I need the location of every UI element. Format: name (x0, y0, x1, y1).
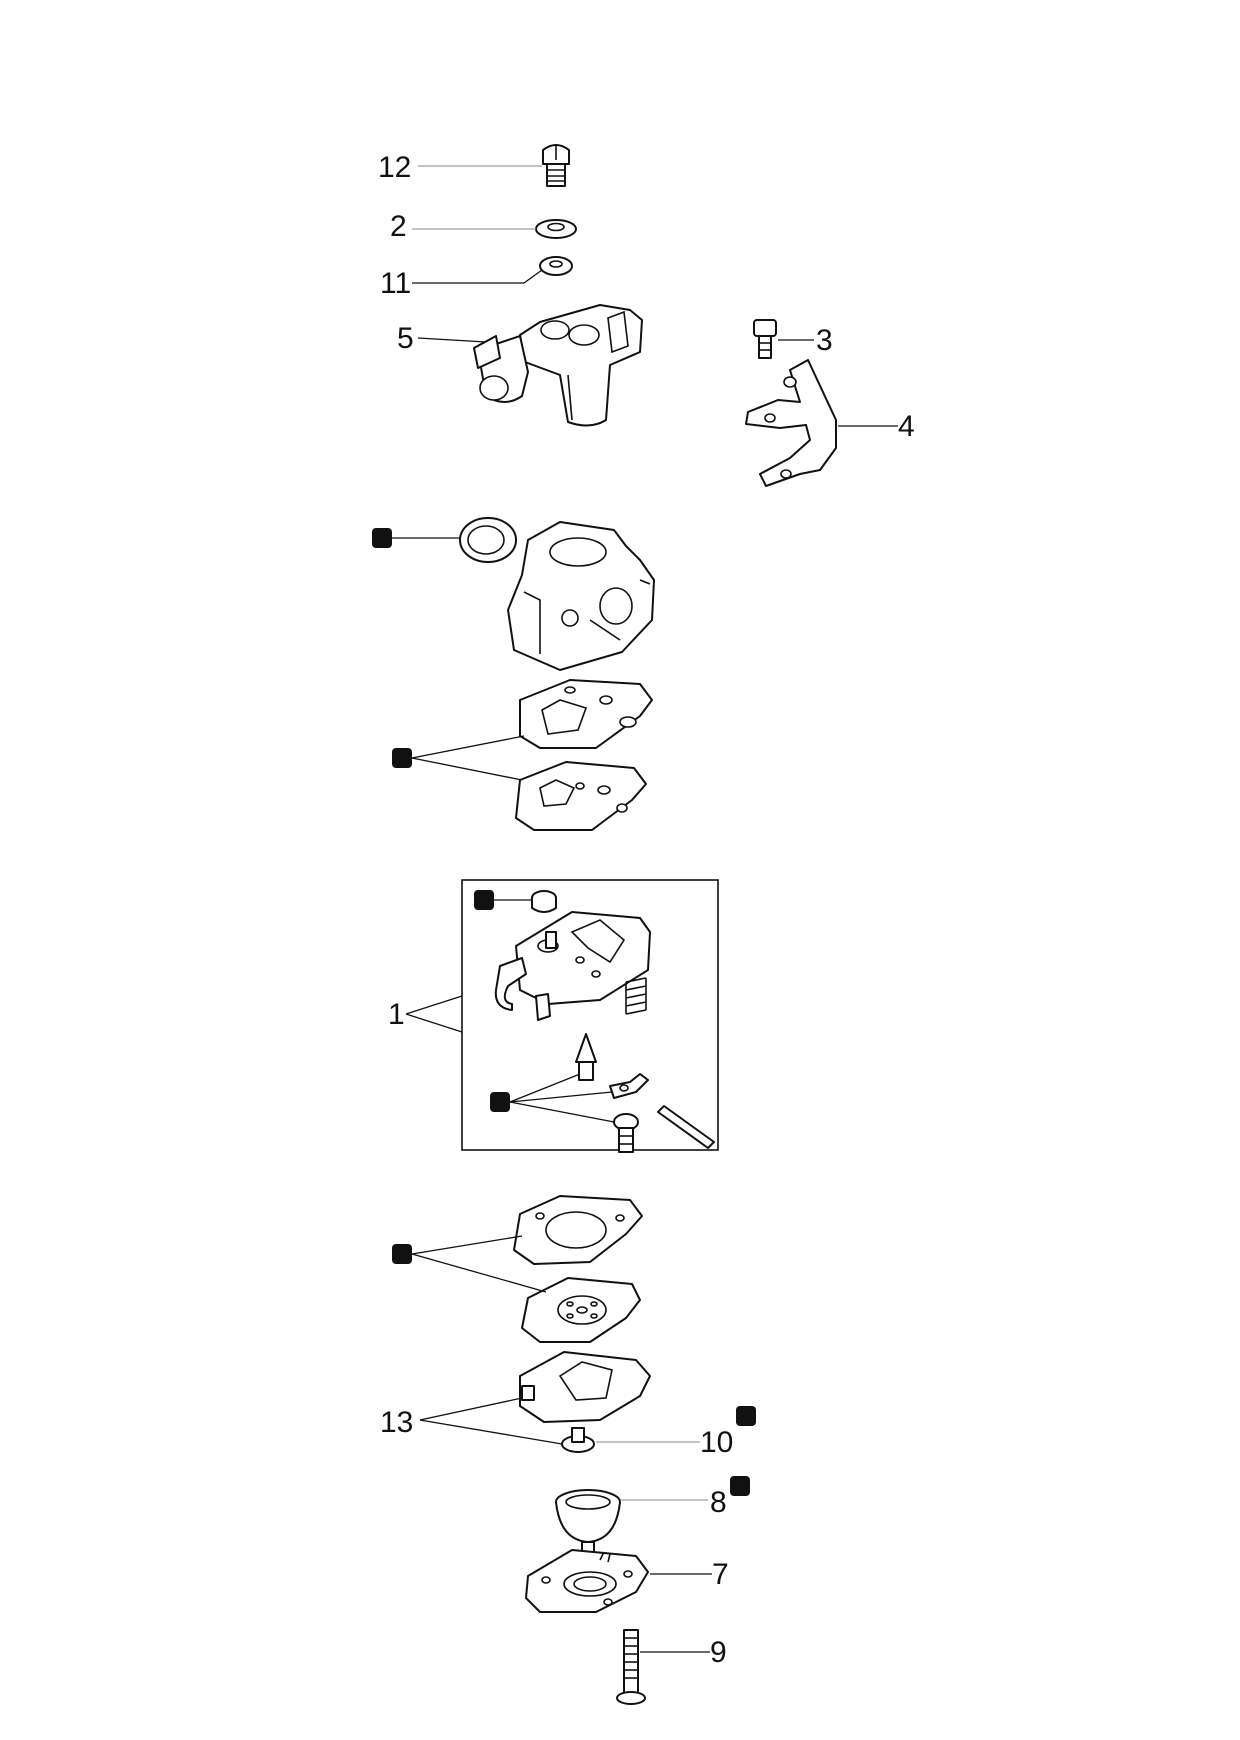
cap-small (531, 890, 557, 913)
leader-1 (405, 995, 463, 1033)
carburetor-body (507, 521, 655, 671)
part-2-washer (535, 219, 577, 239)
needle-valve (575, 1033, 597, 1081)
gasket-upper (519, 679, 653, 749)
diaphragm (521, 1277, 641, 1343)
kit-marker-seal (372, 528, 392, 548)
gasket-metering (513, 1195, 643, 1265)
leader-gasket-metering (411, 1235, 523, 1255)
leader-13a (419, 1397, 523, 1421)
lever-arm (609, 1073, 649, 1099)
kit-marker-lower-gaskets (392, 1244, 412, 1264)
leader-gasket-upper (411, 735, 525, 759)
seal-ring (459, 517, 517, 563)
leader-lever (509, 1091, 613, 1103)
callout-3: 3 (816, 324, 833, 357)
callout-13: 13 (380, 1406, 413, 1439)
leader-diaphragm (411, 1253, 547, 1293)
kit-marker-cap (474, 890, 494, 910)
leader-screw (509, 1101, 615, 1123)
part-9-long-screw (616, 1629, 646, 1705)
leader-needle (509, 1073, 581, 1103)
leader-5 (417, 337, 487, 343)
pin (657, 1105, 715, 1149)
callout-4: 4 (898, 410, 915, 443)
kit-marker-gaskets (392, 748, 412, 768)
part-8-primer-bulb (555, 1489, 621, 1553)
spring (625, 977, 647, 1015)
callout-5: 5 (397, 322, 414, 355)
check-valve (561, 1427, 595, 1453)
callout-9: 9 (710, 1636, 727, 1669)
callout-12: 12 (378, 151, 411, 184)
leader-13b (419, 1419, 563, 1445)
part-5-throttle-housing (473, 304, 643, 427)
fuel-pump-body (494, 911, 651, 1021)
callout-8: 8 (710, 1486, 727, 1519)
kit-marker-10 (736, 1406, 756, 1426)
callout-1: 1 (388, 998, 405, 1031)
leader-gasket-lower (411, 757, 523, 781)
callout-10: 10 (700, 1426, 733, 1459)
callout-7: 7 (712, 1558, 729, 1591)
part-7-cover-plate (525, 1549, 649, 1613)
kit-marker-needle (490, 1092, 510, 1112)
callout-2: 2 (390, 210, 407, 243)
part-3-bolt (753, 319, 777, 359)
leader-11 (412, 269, 543, 284)
lever-screw (613, 1113, 639, 1153)
part-11-clip (539, 256, 573, 276)
metering-cover (519, 1351, 651, 1423)
gasket-lower (515, 761, 647, 831)
part-1-assembly-box (461, 879, 719, 1151)
kit-marker-8 (730, 1476, 750, 1496)
callout-11: 11 (380, 267, 411, 300)
part-12-screw (542, 144, 570, 187)
part-4-bracket (745, 359, 837, 487)
